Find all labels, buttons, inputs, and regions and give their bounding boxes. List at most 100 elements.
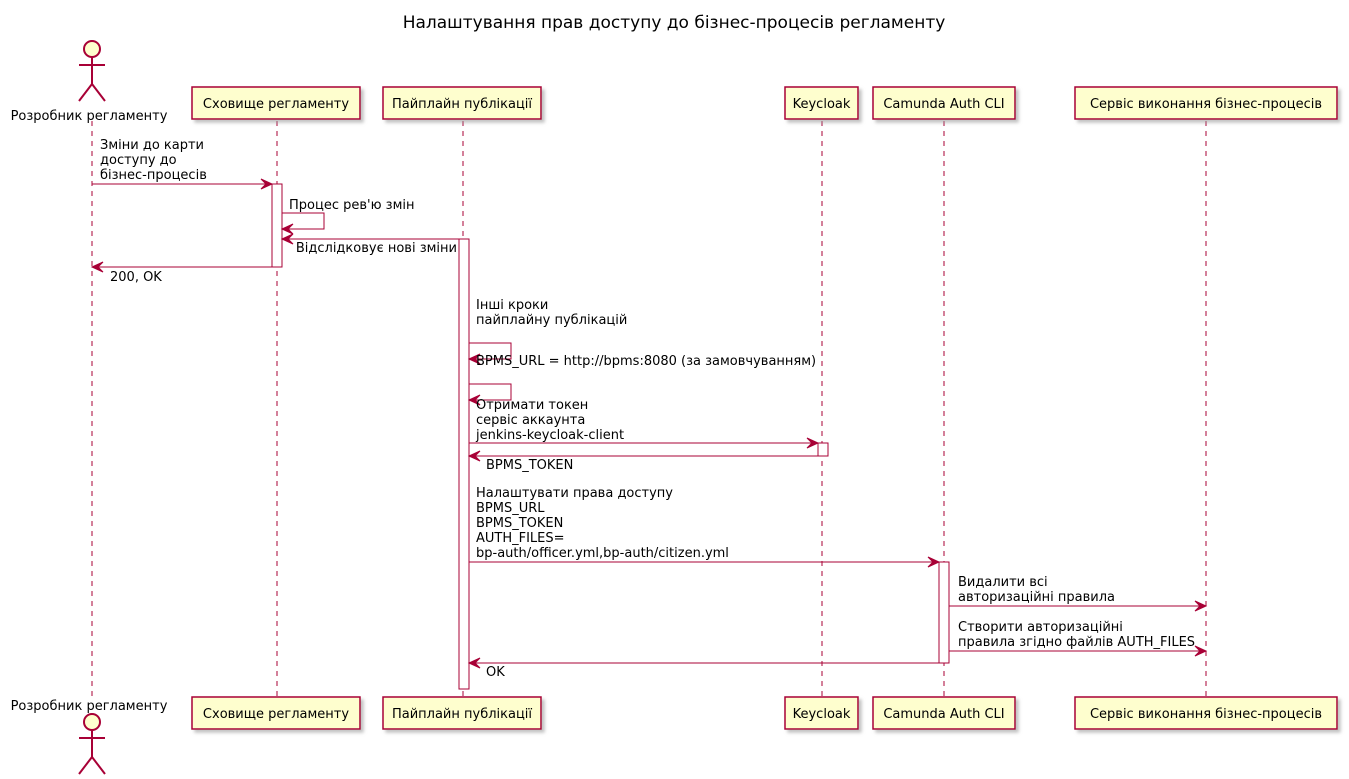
arrow-head [260, 178, 274, 190]
participant-label: Camunda Auth CLI [883, 707, 1004, 722]
message-9: Налаштувати права доступуBPMS_URLBPMS_TO… [469, 486, 941, 568]
participant-box [784, 86, 859, 120]
message-label: авторизаційні правила [958, 590, 1115, 605]
participant-box [1074, 696, 1338, 730]
message-label: BPMS_TOKEN [486, 458, 573, 473]
actor-leg-right [91, 756, 106, 775]
message-label: BPMS_URL [476, 501, 545, 516]
activation-bar-repo [271, 183, 283, 268]
actor-leg-left [78, 83, 93, 102]
message-label: Видалити всі [958, 575, 1048, 590]
participant-box [191, 696, 361, 730]
actor-leg-left [78, 756, 93, 775]
actor-head [83, 713, 101, 731]
participant-bpms-bottom: Сервіс виконання бізнес-процесів [1074, 696, 1338, 730]
message-label: Створити авторизаційні [958, 620, 1123, 635]
participant-box [872, 696, 1016, 730]
arrow-head [467, 450, 481, 462]
participant-kc-bottom: Keycloak [784, 696, 859, 730]
activation-bar-kc [817, 442, 829, 457]
message-label: Отримати токен [476, 398, 588, 413]
participant-box [784, 696, 859, 730]
diagram-title: Налаштування прав доступу до бізнес-проц… [403, 13, 946, 33]
message-2: Процес рев'ю змін [280, 198, 415, 235]
message-label: Налаштувати права доступу [476, 486, 673, 501]
participant-pipe-top: Пайплайн публікації [382, 86, 542, 120]
actor-label: Розробник регламенту [11, 699, 168, 714]
participant-label: Сервіс виконання бізнес-процесів [1090, 707, 1322, 722]
message-label: BPMS_URL = http://bpms:8080 (за замовчув… [476, 354, 816, 369]
participant-box [191, 86, 361, 120]
message-label: правила згідно файлів AUTH_FILES [958, 635, 1195, 650]
participant-box [1074, 86, 1338, 120]
message-label: Інші кроки [476, 298, 548, 313]
self-message-line [469, 383, 512, 401]
message-label: Процес рев'ю змін [289, 198, 415, 213]
participant-cli-top: Camunda Auth CLI [872, 86, 1016, 120]
arrow-head [927, 556, 941, 568]
message-label: сервіс аккаунта [476, 413, 585, 428]
participant-box [872, 86, 1016, 120]
arrow-head [467, 353, 481, 365]
actor-head [83, 40, 101, 58]
participant-repo-bottom: Сховище регламенту [191, 696, 361, 730]
self-message-line [469, 342, 512, 360]
message-3: Відслідковує нові зміни [280, 233, 459, 256]
arrow-head [280, 233, 294, 245]
message-label: бізнес-процесів [100, 168, 207, 183]
participant-bpms-top: Сервіс виконання бізнес-процесів [1074, 86, 1338, 120]
arrow-head [467, 394, 481, 406]
arrow-head [1194, 645, 1208, 657]
participant-label: Camunda Auth CLI [883, 97, 1004, 112]
participant-cli-bottom: Camunda Auth CLI [872, 696, 1016, 730]
actor-bottom: Розробник регламенту [11, 699, 168, 775]
message-label: доступу до [100, 153, 177, 168]
participant-label: Keycloak [793, 707, 851, 722]
participant-pipe-bottom: Пайплайн публікації [382, 696, 542, 730]
participant-label: Сховище регламенту [203, 707, 349, 722]
arrow-head [806, 437, 820, 449]
message-label: Відслідковує нові зміни [296, 241, 457, 256]
activation-bars [271, 183, 950, 690]
message-label: BPMS_TOKEN [476, 516, 563, 531]
participant-label: Сховище регламенту [203, 97, 349, 112]
participant-label: Пайплайн публікації [392, 97, 532, 112]
message-label: OK [486, 665, 505, 680]
message-6: BPMS_URL = http://bpms:8080 (за замовчув… [467, 354, 816, 406]
message-label: AUTH_FILES= [476, 531, 565, 546]
message-label: jenkins-keycloak-client [475, 428, 624, 443]
lifelines [91, 121, 1207, 697]
message-label: 200, OK [110, 270, 162, 285]
participant-label: Сервіс виконання бізнес-процесів [1090, 97, 1322, 112]
arrow-head [467, 657, 481, 669]
participant-repo-top: Сховище регламенту [191, 86, 361, 120]
participant-box [382, 696, 542, 730]
self-message-line [282, 212, 325, 230]
participant-label: Keycloak [793, 97, 851, 112]
message-label: пайплайну публікацій [476, 313, 627, 328]
message-label: bp-auth/officer.yml,bp-auth/citizen.yml [476, 546, 729, 561]
activation-bar-cli [938, 561, 950, 664]
actor-label: Розробник регламенту [11, 109, 168, 124]
activation-bar-pipe [458, 238, 470, 690]
message-4: 200, OK [90, 261, 272, 285]
participant-kc-top: Keycloak [784, 86, 859, 120]
message-label: Зміни до карти [100, 138, 204, 153]
participants-top: Розробник регламенту Сховище регламенту Па… [11, 40, 1338, 124]
participant-label: Пайплайн публікації [392, 707, 532, 722]
arrow-head [90, 261, 104, 273]
message-8: BPMS_TOKEN [467, 450, 818, 473]
actor-top: Розробник регламенту [11, 40, 168, 124]
participant-box [382, 86, 542, 120]
message-12: OK [467, 657, 939, 680]
arrow-head [1194, 600, 1208, 612]
actor-leg-right [91, 83, 106, 102]
